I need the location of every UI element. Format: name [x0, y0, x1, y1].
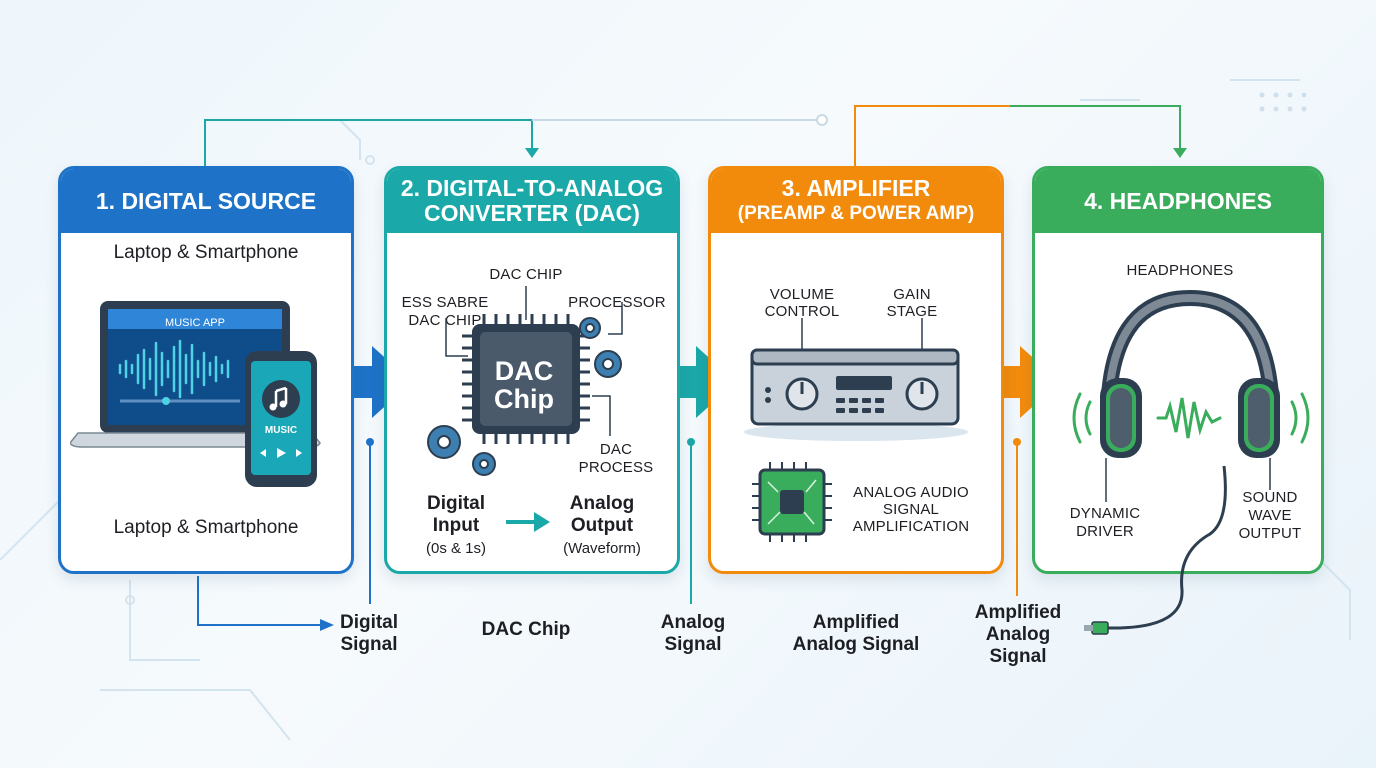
gain-knob-icon [905, 377, 939, 411]
dac-chip-callout: DAC CHIP [489, 266, 563, 283]
callout-lines [1105, 458, 1271, 502]
waveform [118, 339, 230, 399]
input-to-output-arrow [506, 512, 550, 532]
music-app-label: MUSIC APP [165, 317, 225, 329]
amplifier-illustration [744, 318, 968, 441]
device-label-top: Laptop & Smartphone [113, 242, 299, 263]
volume-knob-icon [785, 377, 819, 411]
digital-input-note: (0s & 1s) [425, 540, 486, 557]
signal-label-dac-chip: DAC Chip [481, 619, 571, 640]
phone-music-label: MUSIC [264, 425, 298, 436]
audio-jack-icon [1084, 621, 1109, 635]
circuit-board-icon [752, 462, 832, 542]
signal-markers [366, 438, 1021, 604]
device-label-bottom: Laptop & Smartphone [113, 517, 299, 538]
connector-source-to-dac [204, 114, 828, 166]
flow-arrow-2 [658, 346, 736, 418]
stage-title-line1: 3. AMPLIFIER [781, 175, 931, 201]
headphones-label: HEADPHONES [1126, 262, 1234, 279]
sound-wave-icon [1072, 392, 1310, 444]
callout-lines [445, 286, 623, 436]
stage-title-line2: CONVERTER (DAC) [424, 200, 640, 226]
gear-icon [427, 317, 622, 476]
flow-arrow-1 [333, 346, 412, 418]
stage-title: 4. HEADPHONES [1035, 169, 1321, 233]
connector-amp-to-headphones [854, 105, 1187, 166]
processor-callout: PROCESSOR [568, 294, 666, 311]
laptop-smartphone-illustration [70, 301, 321, 487]
background-dots [125, 92, 1307, 605]
stage-title: 3. AMPLIFIER (PREAMP & POWER AMP) [711, 169, 1001, 233]
headphones-icon [1100, 290, 1280, 458]
stage-title: 1. DIGITAL SOURCE [61, 169, 351, 233]
stage-subtitle: (PREAMP & POWER AMP) [737, 203, 975, 224]
smartphone-icon [245, 351, 317, 487]
chip-icon [462, 314, 590, 444]
connector-source-to-digital-signal [197, 576, 334, 631]
stage-title: 2. DIGITAL-TO-ANALOG CONVERTER (DAC) [387, 169, 677, 233]
headphones-illustration [1072, 290, 1310, 635]
stage-dac: 2. DIGITAL-TO-ANALOG CONVERTER (DAC) [384, 166, 680, 574]
dac-chip-illustration [427, 286, 623, 476]
analog-output-note: (Waveform) [563, 540, 641, 557]
flow-arrow-3 [982, 346, 1060, 418]
stage-title-line1: 2. DIGITAL-TO-ANALOG [400, 175, 664, 201]
